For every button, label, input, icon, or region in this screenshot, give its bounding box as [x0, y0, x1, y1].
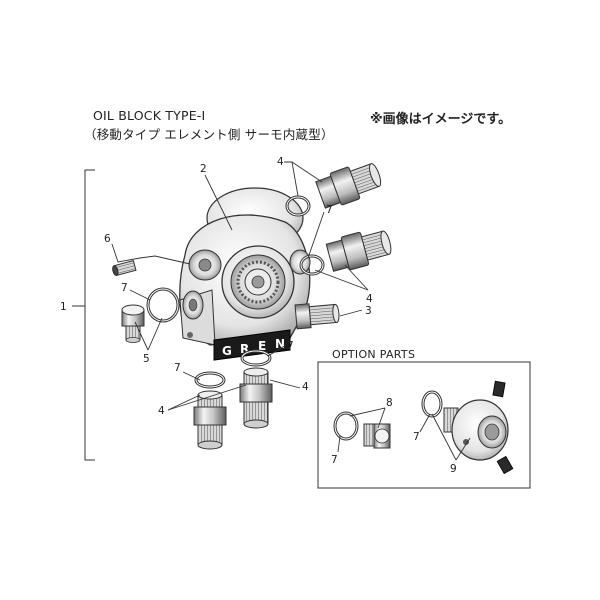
image-note: ※画像はイメージです。 — [370, 112, 512, 127]
callout-7-right-upper: 7 — [326, 204, 333, 216]
callout-7-lower-left: 7 — [174, 362, 181, 374]
gren-badge — [213, 329, 291, 361]
callout-3: 3 — [365, 305, 372, 317]
drain-plug — [121, 304, 145, 343]
fitting-middle-right — [325, 230, 392, 272]
oil-block-body — [179, 187, 311, 346]
callout-5: 5 — [143, 353, 150, 365]
callout-9: 9 — [450, 463, 457, 475]
callout-7-option-right: 7 — [413, 431, 420, 443]
leader-lines — [111, 161, 471, 461]
callout-1: 1 — [60, 301, 67, 313]
callout-8: 8 — [386, 397, 393, 409]
badge-letter-n: N — [275, 337, 285, 351]
fitting-upper — [315, 163, 382, 209]
option-parts-label: OPTION PARTS — [332, 348, 416, 361]
badge-letter-e: E — [258, 339, 266, 353]
option-plug — [363, 423, 391, 449]
callout-4-lower-right: 4 — [302, 381, 309, 393]
assembly-bracket — [72, 169, 95, 461]
option-adapter — [443, 380, 514, 475]
badge-letter-r: R — [240, 342, 249, 356]
callout-7-left: 7 — [121, 282, 128, 294]
callout-7-lower-right: 7 — [287, 340, 294, 352]
title-line-2: （移動タイプ エレメント側 サーモ内蔵型） — [84, 127, 334, 142]
fitting-lower-left — [193, 390, 227, 450]
callout-2: 2 — [200, 163, 207, 175]
callout-7-option-left: 7 — [331, 454, 338, 466]
title-line-1: OIL BLOCK TYPE-I — [93, 108, 206, 123]
fitting-lower-right — [239, 367, 273, 429]
badge-letter-g: G — [222, 344, 232, 358]
callout-4-right: 4 — [366, 293, 373, 305]
callout-6: 6 — [104, 233, 111, 245]
callout-4-upper: 4 — [277, 156, 284, 168]
thermo-plug — [294, 303, 340, 330]
callout-4-lower-left: 4 — [158, 405, 165, 417]
set-bolt — [112, 259, 137, 277]
